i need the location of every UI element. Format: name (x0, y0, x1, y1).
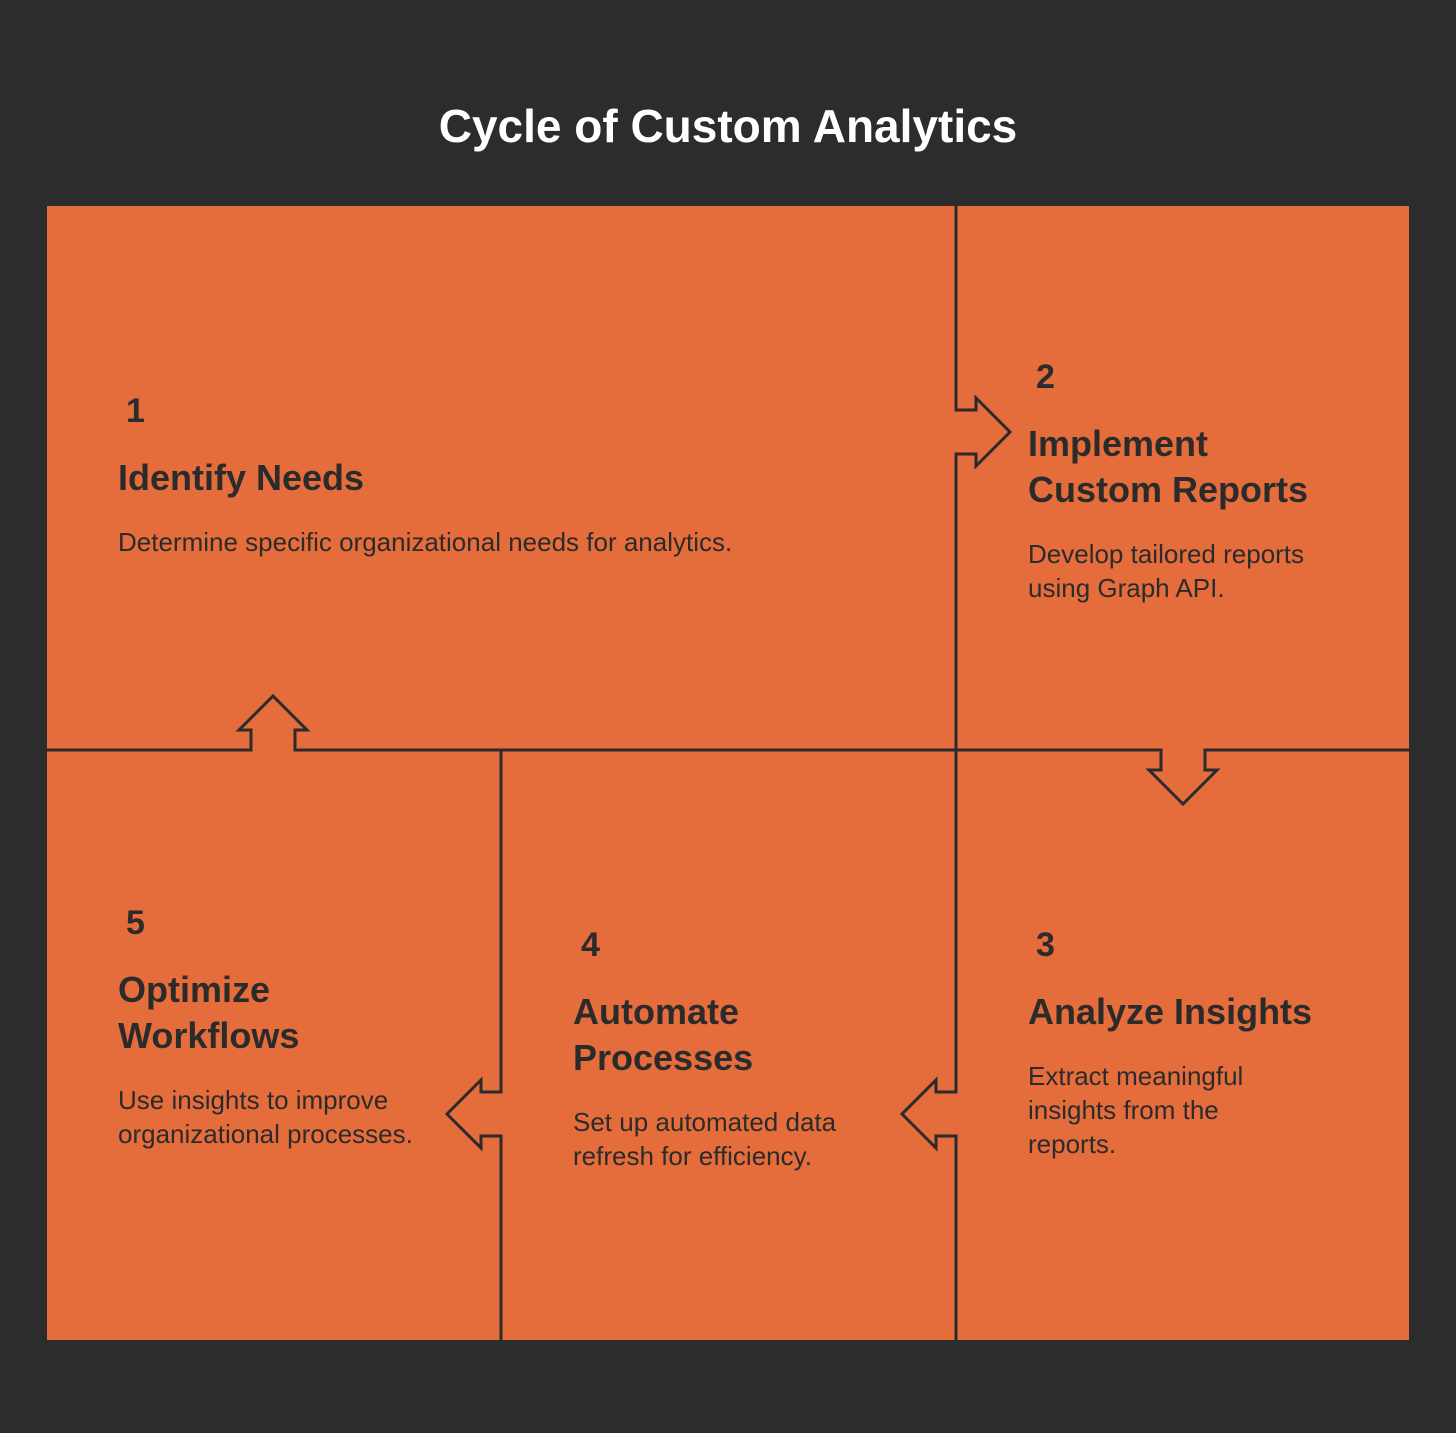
step-description: Determine specific organizational needs … (118, 527, 733, 557)
step-description: Develop tailored reports using Graph API… (1028, 539, 1305, 603)
step-analyze-insights: 3 Analyze Insights Extract meaningful in… (1028, 925, 1338, 1161)
step-heading: Automate Processes (573, 991, 754, 1078)
arrow-right-icon (954, 206, 1013, 750)
arrow-left-icon (444, 750, 503, 1340)
step-heading: Identify Needs (118, 457, 365, 498)
step-number: 5 (126, 904, 145, 942)
step-implement-custom-reports: 2 Implement Custom Reports Develop tailo… (1028, 357, 1348, 605)
step-heading: Implement Custom Reports (1028, 423, 1309, 510)
step-automate-processes: 4 Automate Processes Set up automated da… (573, 925, 893, 1173)
step-description: Set up automated data refresh for effici… (573, 1107, 837, 1171)
step-number: 1 (126, 392, 145, 430)
diagram-panel (47, 206, 1409, 1340)
step-optimize-workflows: 5 Optimize Workflows Use insights to imp… (118, 903, 428, 1151)
arrow-up-icon (47, 693, 956, 752)
step-heading: Optimize Workflows (118, 969, 300, 1056)
step-description: Extract meaningful insights from the rep… (1028, 1061, 1244, 1159)
arrow-down-icon (956, 748, 1409, 807)
step-number: 3 (1036, 926, 1055, 964)
step-number: 4 (581, 926, 600, 964)
step-heading: Analyze Insights (1028, 991, 1313, 1032)
step-description: Use insights to improve organizational p… (118, 1085, 413, 1149)
diagram-title: Cycle of Custom Analytics (438, 100, 1018, 152)
step-identify-needs: 1 Identify Needs Determine specific orga… (118, 391, 918, 559)
step-number: 2 (1036, 358, 1055, 396)
arrow-left-icon (899, 750, 958, 1340)
